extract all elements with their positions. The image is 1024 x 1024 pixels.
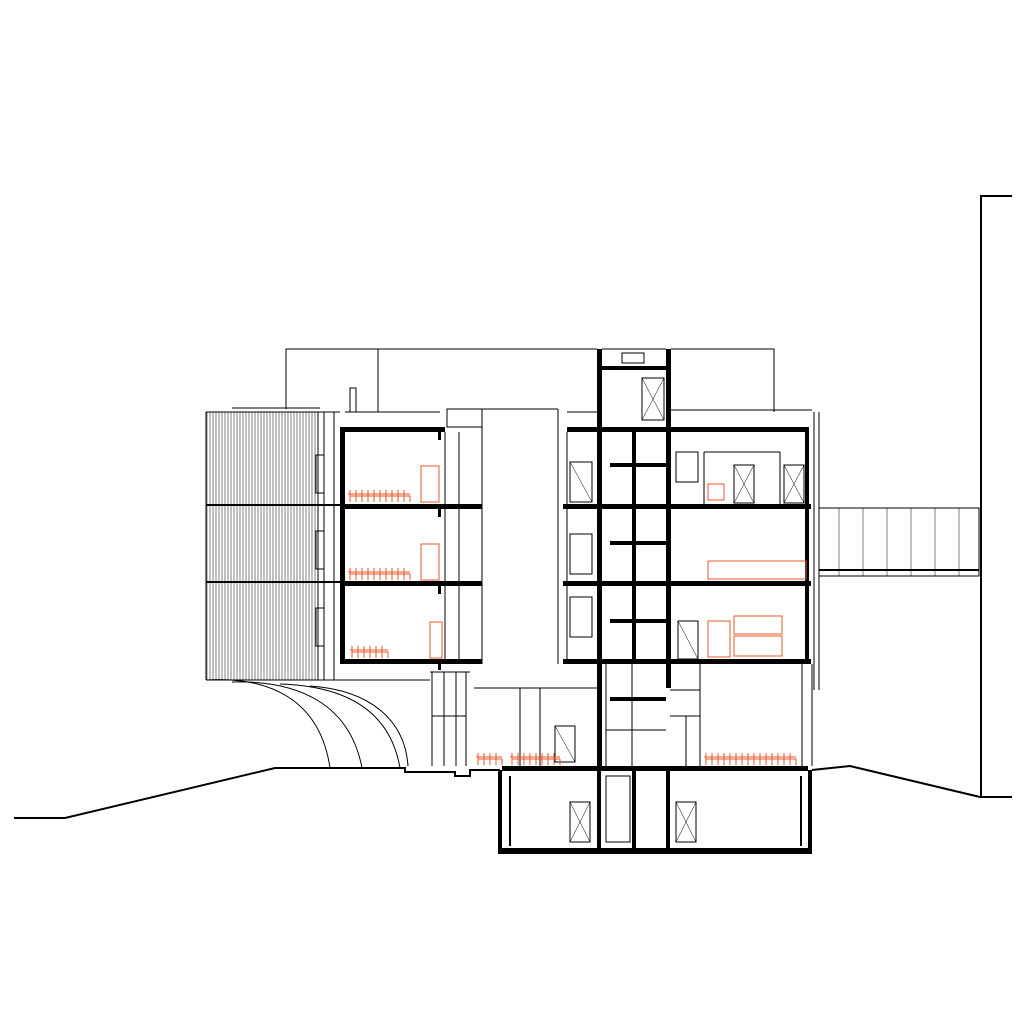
right-wing	[566, 412, 820, 690]
basement	[498, 766, 812, 854]
roof-structure	[285, 348, 812, 413]
canopy-arches	[205, 679, 430, 769]
left-wing	[315, 408, 559, 680]
adjacent-building	[980, 195, 1012, 798]
terrain-profile	[14, 764, 981, 819]
ground-floor	[430, 664, 813, 766]
furniture	[348, 465, 807, 765]
vertical-core	[597, 348, 700, 770]
louvred-facade	[205, 412, 319, 680]
bridge-connection	[818, 507, 980, 577]
